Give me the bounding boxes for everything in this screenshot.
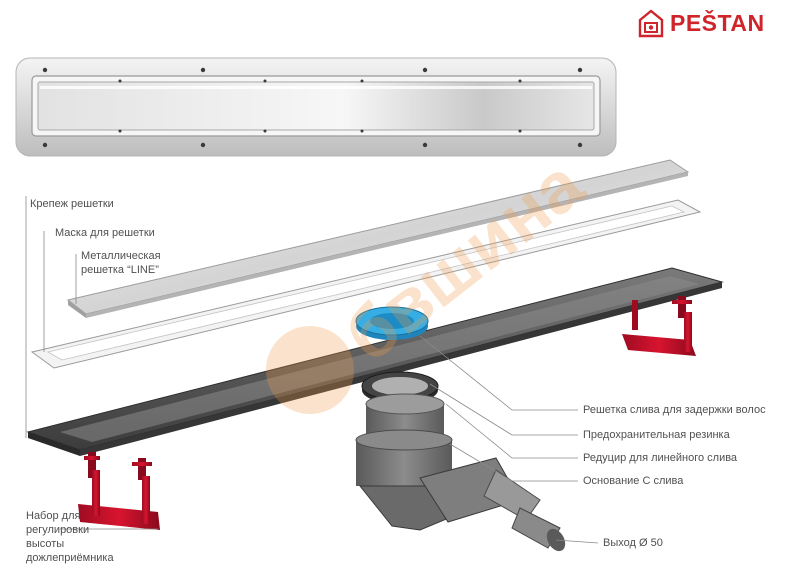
house-logo-icon bbox=[638, 9, 664, 38]
label-reducer: Редуцир для линейного слива bbox=[583, 452, 738, 464]
drain-top-view bbox=[15, 57, 617, 157]
grate-mask bbox=[30, 199, 702, 369]
height-adjust-legs-right bbox=[622, 296, 696, 356]
label-outlet: Выход Ø 50 bbox=[603, 537, 663, 549]
drain-trap bbox=[355, 393, 566, 552]
height-adjust-legs-left bbox=[78, 452, 160, 530]
label-hair-strainer: Решетка слива для задержки волос bbox=[583, 404, 766, 416]
leader-lines bbox=[25, 196, 599, 544]
label-safety-gasket: Предохранительная резинка bbox=[583, 429, 730, 441]
watermark-text: бвшина bbox=[331, 144, 590, 378]
hair-strainer bbox=[355, 306, 429, 340]
brand-name: PEŠTAN bbox=[670, 9, 765, 36]
drain-channel bbox=[26, 267, 724, 456]
label-height-kit-line4: дожлеприёмника bbox=[26, 552, 114, 564]
label-base: Основание С слива bbox=[583, 475, 684, 487]
label-height-kit-line3: высоты bbox=[26, 538, 65, 550]
label-height-kit-line1: Набор для bbox=[26, 510, 81, 522]
label-grate-mask: Маска для решетки bbox=[55, 227, 155, 239]
label-metal-grate-line1: Металлическая bbox=[81, 250, 161, 262]
watermark-circle-icon bbox=[266, 326, 354, 414]
metal-grate-line bbox=[66, 159, 690, 318]
label-grate-fastener: Крепеж решетки bbox=[30, 198, 114, 210]
brand-logo: PEŠTAN bbox=[638, 6, 765, 40]
label-height-kit-line2: регулировки bbox=[26, 524, 90, 536]
watermark: бвшина bbox=[266, 144, 590, 414]
label-metal-grate-line2: решетка “LINE” bbox=[81, 264, 159, 276]
